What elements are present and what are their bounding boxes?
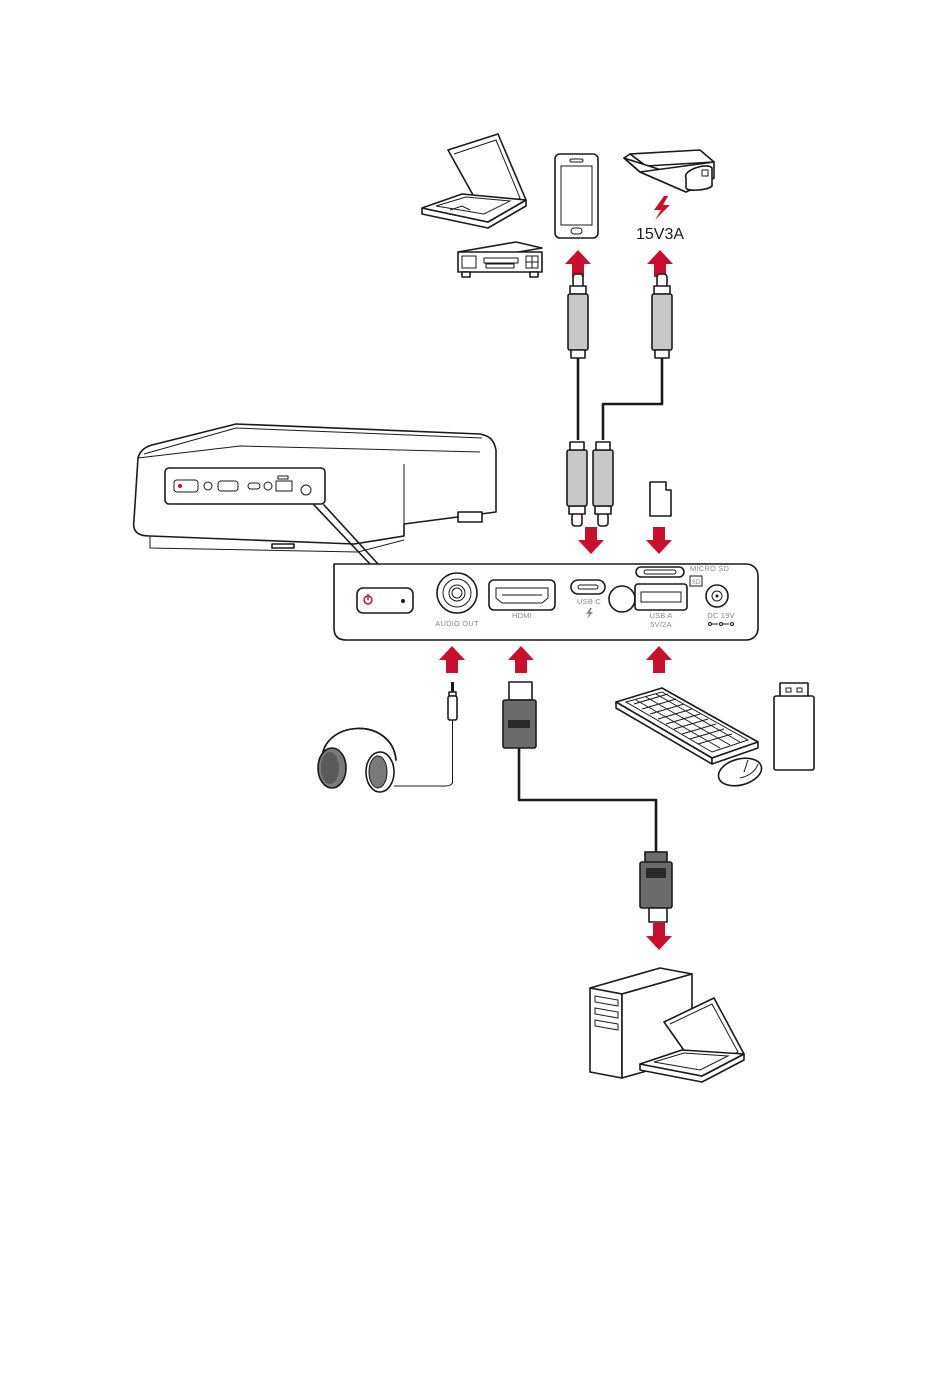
sensor-icon [609,586,635,612]
keyboard-icon [616,688,758,764]
power-bank-icon [624,150,714,192]
arrow-to-hdmi [508,646,534,673]
usb-a-label: USB A [649,611,672,620]
port-panel: AUDIO OUT HDMI USB C MICRO SD SD [334,564,758,640]
usb-flash-drive-icon [774,683,814,770]
smartphone-icon [555,154,598,238]
dc-label: DC 19V [707,611,734,620]
hdmi-port[interactable] [489,580,555,610]
arrow-to-power-bank [647,250,673,277]
lightning-bolt-icon [654,196,670,220]
usb-c-port[interactable] [571,580,605,594]
arrow-to-computer [646,923,672,950]
micro-sd-slot[interactable] [636,567,684,577]
arrow-to-audio-out [439,646,465,673]
media-player-icon [458,242,542,277]
hdmi-label: HDMI [512,611,532,620]
usb-c-label: USB C [577,597,601,606]
arrow-to-micro-sd-slot [646,527,672,554]
usb-a-rating: 5V/2A [650,620,671,629]
power-button[interactable] [357,588,413,613]
power-bank-rating: 15V3A [636,226,684,243]
projector-icon [134,424,496,552]
audio-out-label: AUDIO OUT [435,619,479,628]
headphones-icon [318,728,396,792]
arrow-to-smartphone [565,250,591,277]
laptop-icon [422,134,526,228]
arrow-to-usb-a [646,646,672,673]
micro-sd-label: MICRO SD [690,564,729,573]
sd-badge-label: SD [692,580,701,586]
audio-out-port[interactable] [437,573,477,613]
audio-cable [394,682,457,786]
usb-c-plug-lower-1 [567,442,587,526]
arrow-to-usb-c-port [578,527,604,554]
dc-in-port[interactable] [706,585,728,607]
usb-a-port[interactable] [635,584,687,610]
usb-c-plug-lower-2 [593,442,613,526]
usb-c-cable-power-bank [603,274,672,440]
micro-sd-card-icon [650,482,671,516]
usb-c-cable-smartphone [568,274,588,440]
